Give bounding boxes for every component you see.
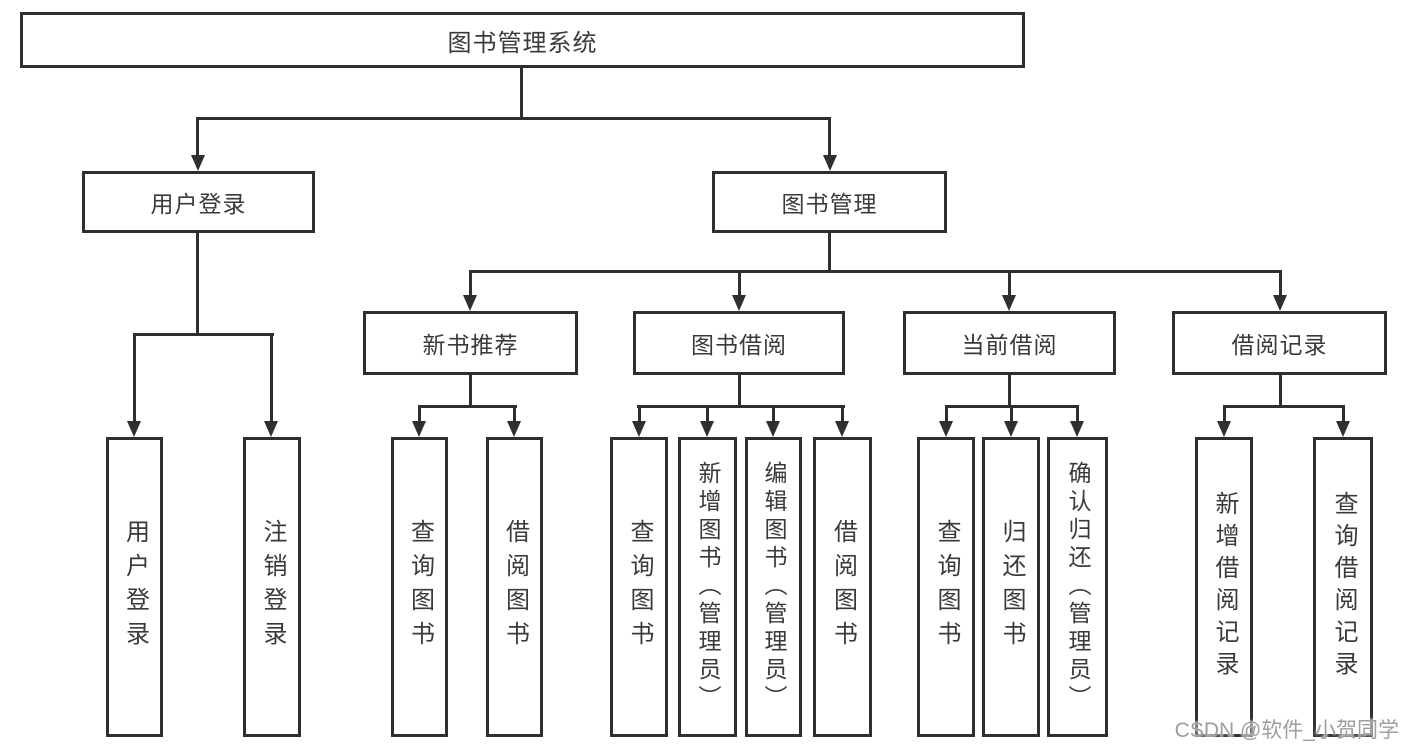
connector-book-mgmt-shaft	[828, 117, 831, 155]
connector-shaft	[738, 273, 741, 297]
connector-shaft	[706, 405, 709, 423]
connector-user-login-rail	[133, 333, 274, 336]
connector-root-drop	[520, 68, 523, 120]
connector-shaft	[772, 405, 775, 423]
node-label: 查询图书	[933, 519, 960, 655]
connector-shaft	[945, 405, 948, 423]
node-label: 当前借阅	[961, 332, 1058, 358]
node-label: 用户登录	[121, 519, 149, 655]
arrowhead-down-icon	[191, 155, 205, 171]
connector-drop	[469, 375, 472, 408]
node-label: 归还图书	[998, 519, 1025, 655]
leaf-logout: 注销登录	[243, 437, 301, 737]
node-label: 新增借阅记录	[1211, 491, 1238, 683]
node-label: 用户登录	[150, 191, 247, 217]
node-label: 图书管理系统	[447, 29, 598, 57]
arrowhead-down-icon	[412, 421, 426, 437]
arrowhead-down-icon	[835, 421, 849, 437]
arrowhead-down-icon	[939, 421, 953, 437]
connector-shaft	[469, 273, 472, 297]
node-current-borrowing: 当前借阅	[903, 311, 1116, 375]
leaf-return-books: 归还图书	[982, 437, 1040, 737]
connector-shaft	[1279, 273, 1282, 297]
connector-level3-rail	[469, 270, 1282, 273]
leaf-add-books-admin: 新增图书（管理员）	[678, 437, 737, 737]
leaf-query-books: 查询图书	[610, 437, 668, 737]
arrowhead-down-icon	[823, 155, 837, 171]
leaf-add-borrow-record: 新增借阅记录	[1195, 437, 1253, 737]
connector-book-mgmt-drop	[828, 233, 831, 273]
arrowhead-down-icon	[1070, 421, 1084, 437]
connector-rail	[637, 405, 845, 408]
node-book-management: 图书管理	[712, 171, 947, 233]
arrowhead-down-icon	[1336, 421, 1350, 437]
node-label: 查询图书	[626, 519, 653, 655]
leaf-query-books: 查询图书	[391, 437, 448, 737]
connector-shaft	[1223, 405, 1226, 423]
connector-user-login-shaft	[196, 117, 199, 155]
leaf-confirm-return-admin: 确认归还（管理员）	[1047, 437, 1108, 737]
node-book-borrowing: 图书借阅	[633, 311, 845, 375]
arrowhead-down-icon	[127, 421, 141, 437]
connector-shaft	[1342, 405, 1345, 423]
connector-shaft	[638, 405, 641, 423]
node-borrowing-records: 借阅记录	[1172, 311, 1387, 375]
node-user-login: 用户登录	[82, 171, 315, 233]
node-label: 编辑图书（管理员）	[761, 461, 787, 713]
connector-rail	[1223, 405, 1345, 408]
leaf-user-login: 用户登录	[106, 437, 163, 737]
leaf-query-borrow-record: 查询借阅记录	[1313, 437, 1373, 737]
arrowhead-down-icon	[1217, 421, 1231, 437]
arrowhead-down-icon	[766, 421, 780, 437]
arrowhead-down-icon	[632, 421, 646, 437]
connector-user-login-drop	[196, 233, 199, 336]
connector-shaft	[270, 333, 273, 421]
connector-shaft	[841, 405, 844, 423]
arrowhead-down-icon	[700, 421, 714, 437]
arrowhead-down-icon	[264, 421, 278, 437]
node-label: 借阅图书	[501, 519, 529, 655]
connector-shaft	[1010, 405, 1013, 423]
connector-drop	[738, 375, 741, 408]
arrowhead-down-icon	[507, 421, 521, 437]
csdn-watermark: CSDN @软件_小贺同学	[1174, 719, 1399, 742]
connector-shaft	[418, 405, 421, 423]
connector-level2-rail	[196, 117, 831, 120]
node-new-book-recommend: 新书推荐	[363, 311, 578, 375]
node-label: 借阅记录	[1231, 332, 1328, 358]
arrowhead-down-icon	[1004, 421, 1018, 437]
node-label: 查询借阅记录	[1330, 491, 1357, 683]
leaf-borrow-books: 借阅图书	[486, 437, 543, 737]
arrowhead-down-icon	[463, 295, 477, 311]
leaf-borrow-books: 借阅图书	[813, 437, 872, 737]
node-label: 注销登录	[259, 519, 286, 655]
node-label: 新书推荐	[422, 332, 519, 358]
node-label: 确认归还（管理员）	[1065, 461, 1091, 713]
node-label: 图书管理	[781, 191, 878, 217]
connector-shaft	[1076, 405, 1079, 423]
arrowhead-down-icon	[732, 295, 746, 311]
node-library-system: 图书管理系统	[20, 12, 1025, 68]
connector-drop	[1279, 375, 1282, 408]
leaf-query-books: 查询图书	[917, 437, 975, 737]
node-label: 新增图书（管理员）	[695, 461, 721, 713]
arrowhead-down-icon	[1273, 295, 1287, 311]
node-label: 借阅图书	[829, 519, 857, 655]
node-label: 查询图书	[406, 519, 434, 655]
arrowhead-down-icon	[1002, 295, 1016, 311]
connector-drop	[1008, 375, 1011, 408]
connector-shaft	[513, 405, 516, 423]
connector-shaft	[133, 333, 136, 421]
leaf-edit-books-admin: 编辑图书（管理员）	[745, 437, 802, 737]
connector-shaft	[1008, 273, 1011, 297]
node-label: 图书借阅	[691, 332, 787, 358]
connector-rail	[418, 405, 517, 408]
